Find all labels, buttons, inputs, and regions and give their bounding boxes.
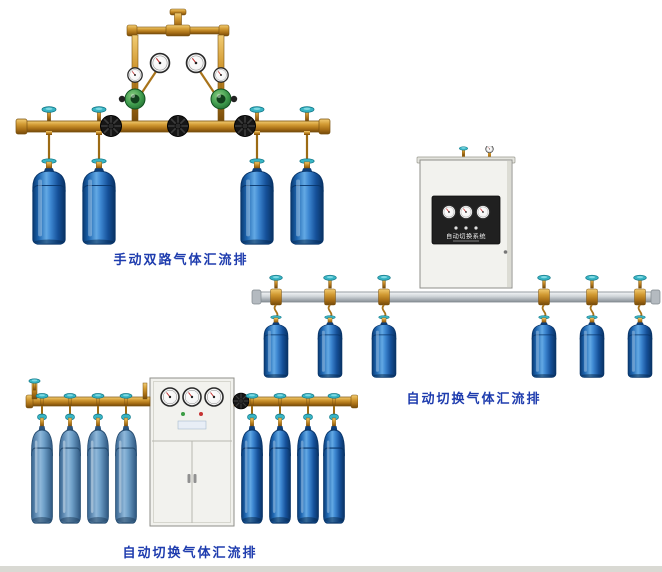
gas-cylinder (531, 315, 557, 378)
handwheel-icon (166, 114, 190, 138)
gas-cylinder (296, 413, 320, 524)
handwheel-icon (99, 114, 123, 138)
cyan-valve-icon (458, 146, 469, 156)
pressure-gauge-icon (475, 204, 491, 220)
pressure-gauge-icon (441, 204, 457, 220)
handwheel-icon (233, 114, 257, 138)
pressure-gauge-icon (127, 67, 143, 83)
gas-cylinder (32, 158, 66, 245)
gas-cylinder (86, 413, 110, 524)
manual-manifold-art (15, 8, 331, 245)
gas-cylinder (371, 315, 397, 378)
pressure-gauge-icon (458, 204, 474, 220)
manifold-pipes (25, 378, 358, 410)
gas-cylinder (627, 315, 653, 378)
cylinder-connections (46, 131, 310, 163)
gas-cylinder (30, 413, 54, 524)
caption-manual-dual-manifold: 手动双路气体汇流排 (113, 252, 249, 267)
pressure-gauge-icon (213, 67, 229, 83)
pressure-gauge-icon (182, 387, 202, 407)
regulator-icon (210, 88, 232, 110)
gas-cylinder (317, 315, 343, 378)
pressure-gauge-icon (485, 146, 494, 154)
cyan-valve-icon (41, 106, 57, 122)
pressure-gauge-icon (160, 387, 180, 407)
cyan-valve-icon (585, 274, 599, 289)
cyan-valve-icon (28, 378, 41, 391)
manifold-pipe (251, 289, 661, 305)
bottom-page-edge (0, 566, 662, 572)
cyan-valve-icon (633, 274, 647, 289)
gas-cylinder (82, 158, 116, 245)
pressure-gauge-icon (185, 52, 207, 74)
gas-cylinder (58, 413, 82, 524)
pressure-gauge-icon (149, 52, 171, 74)
caption-auto-switch-wall: 自动切换气体汇流排 (406, 391, 542, 406)
gas-cylinder (263, 315, 289, 378)
gas-cylinder (322, 413, 346, 524)
cyan-valve-icon (323, 274, 337, 289)
cyan-valve-icon (299, 106, 315, 122)
auto-switch-wall-art: 自动切换系统 (251, 146, 661, 378)
cabinet-panel-label: 自动切换系统 (446, 233, 486, 241)
regulators-and-gauges (118, 52, 238, 110)
cylinders (263, 315, 653, 378)
cyan-valve-icon (537, 274, 551, 289)
caption-auto-switch-floor: 自动切换气体汇流排 (122, 545, 258, 560)
gas-cylinder (579, 315, 605, 378)
control-cabinet: 自动切换系统 (416, 146, 516, 289)
control-cabinet (149, 377, 235, 527)
cyan-valve-icon (269, 274, 283, 289)
regulator-icon (124, 88, 146, 110)
stations (35, 393, 341, 417)
gas-cylinder (240, 413, 264, 524)
gas-cylinder (114, 413, 138, 524)
gas-cylinder (268, 413, 292, 524)
auto-switch-floor-art (25, 377, 358, 527)
cyan-valve-icon (377, 274, 391, 289)
pressure-gauge-icon (204, 387, 224, 407)
